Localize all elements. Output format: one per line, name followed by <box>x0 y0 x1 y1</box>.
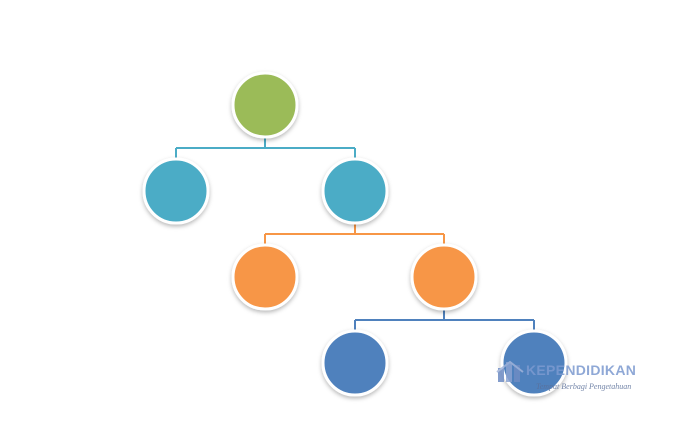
watermark-logo-icon <box>496 360 524 382</box>
node-level-4-left <box>321 329 389 397</box>
watermark-title: KEPENDIDIKAN <box>526 362 636 378</box>
node-level-2-right <box>321 157 389 225</box>
watermark: KEPENDIDIKAN Tempat Berbagi Pengetahuan <box>496 360 636 391</box>
node-level-3-left <box>231 243 299 311</box>
connector-level-1-2 <box>175 136 356 160</box>
node-level-2-left <box>142 157 210 225</box>
connector-level-2-3 <box>264 222 445 246</box>
node-root <box>231 71 299 139</box>
watermark-subtitle: Tempat Berbagi Pengetahuan <box>536 382 631 391</box>
connector-level-3-4 <box>354 308 535 332</box>
node-level-3-right <box>410 243 478 311</box>
